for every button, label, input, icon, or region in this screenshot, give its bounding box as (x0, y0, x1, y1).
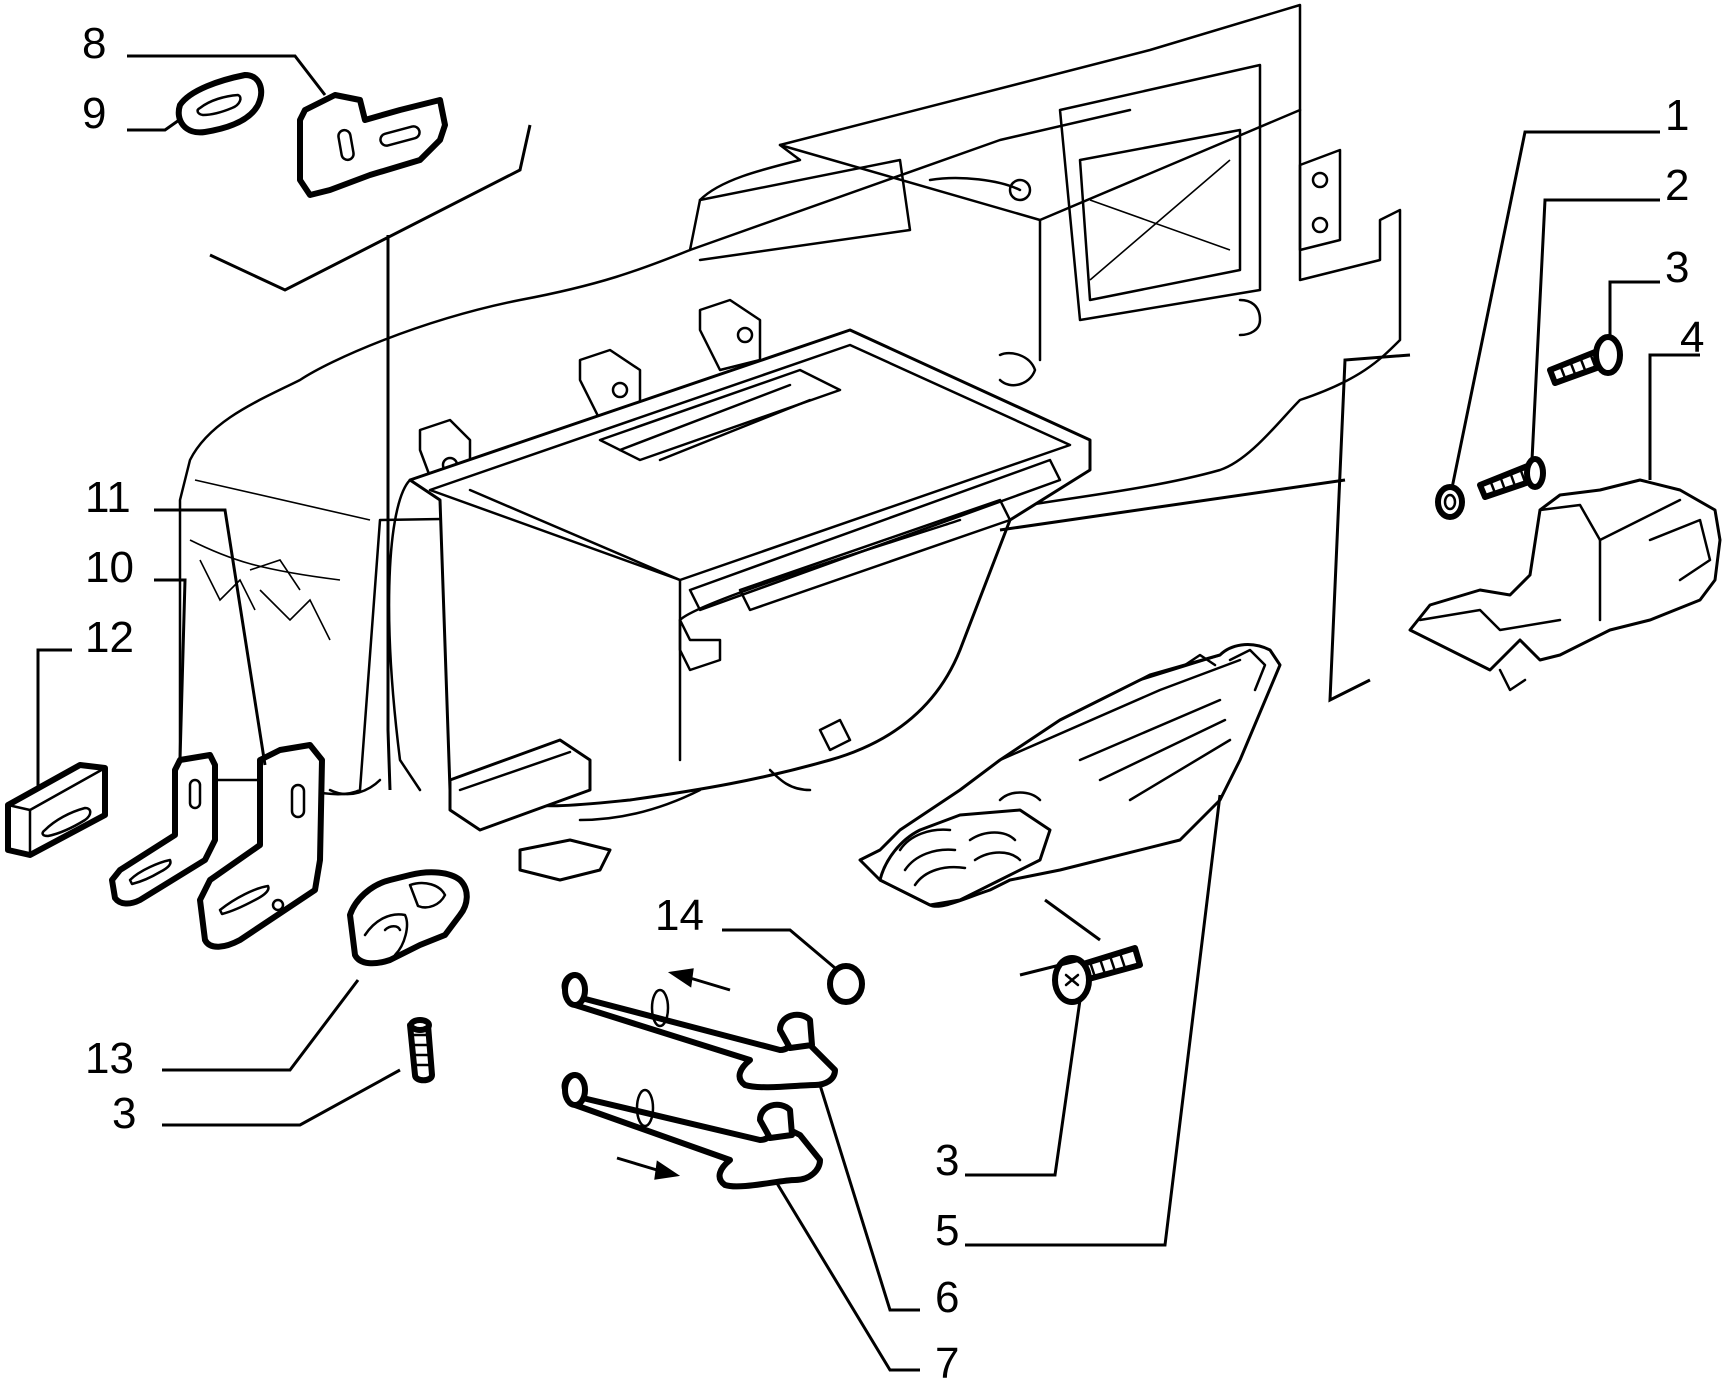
bracket-part-8 (297, 92, 448, 198)
callout-3-lower: 3 (112, 1089, 136, 1138)
flow-arrow-right (616, 1156, 681, 1180)
callout-8: 8 (82, 19, 106, 68)
pipe-part-6 (561, 972, 838, 1091)
callout-13: 13 (85, 1034, 134, 1083)
cover-part-4 (1408, 478, 1722, 692)
callout-1: 1 (1665, 91, 1689, 140)
bracket-part-10 (109, 752, 218, 907)
clip-part-13 (347, 869, 470, 967)
filter-box (387, 328, 1092, 882)
callout-10: 10 (85, 543, 134, 592)
callout-labels: 1 2 3 4 8 9 11 10 12 14 13 3 3 5 6 7 (82, 19, 1704, 1386)
o-ring-part-14 (827, 963, 865, 1005)
screw-part-3-upper (1547, 334, 1623, 386)
callout-5: 5 (935, 1206, 959, 1255)
screw-part-3-lower (407, 1017, 435, 1084)
construction-lines (209, 124, 1411, 791)
callout-3-middle: 3 (935, 1136, 959, 1185)
callout-14: 14 (655, 891, 704, 940)
callout-4: 4 (1680, 313, 1704, 362)
callout-12: 12 (85, 613, 134, 662)
washer-part-1 (1435, 484, 1465, 520)
callout-6: 6 (935, 1273, 959, 1322)
screw-part-3-middle (1052, 945, 1143, 1005)
callout-2: 2 (1665, 161, 1689, 210)
flow-arrow-left (667, 968, 731, 992)
screw-part-2 (1477, 456, 1546, 500)
heater-housing (178, 3, 1402, 796)
callout-9: 9 (82, 89, 106, 138)
callout-7: 7 (935, 1339, 959, 1386)
grommet-part-9 (175, 72, 265, 136)
callout-leaders (36, 54, 1700, 1372)
rubber-block-part-12 (5, 762, 108, 858)
callout-3-upper: 3 (1665, 243, 1689, 292)
heater-radiator-part-5 (858, 643, 1282, 908)
pipe-part-7 (561, 1072, 823, 1190)
bracket-part-11 (197, 742, 325, 950)
callout-11: 11 (85, 473, 131, 522)
